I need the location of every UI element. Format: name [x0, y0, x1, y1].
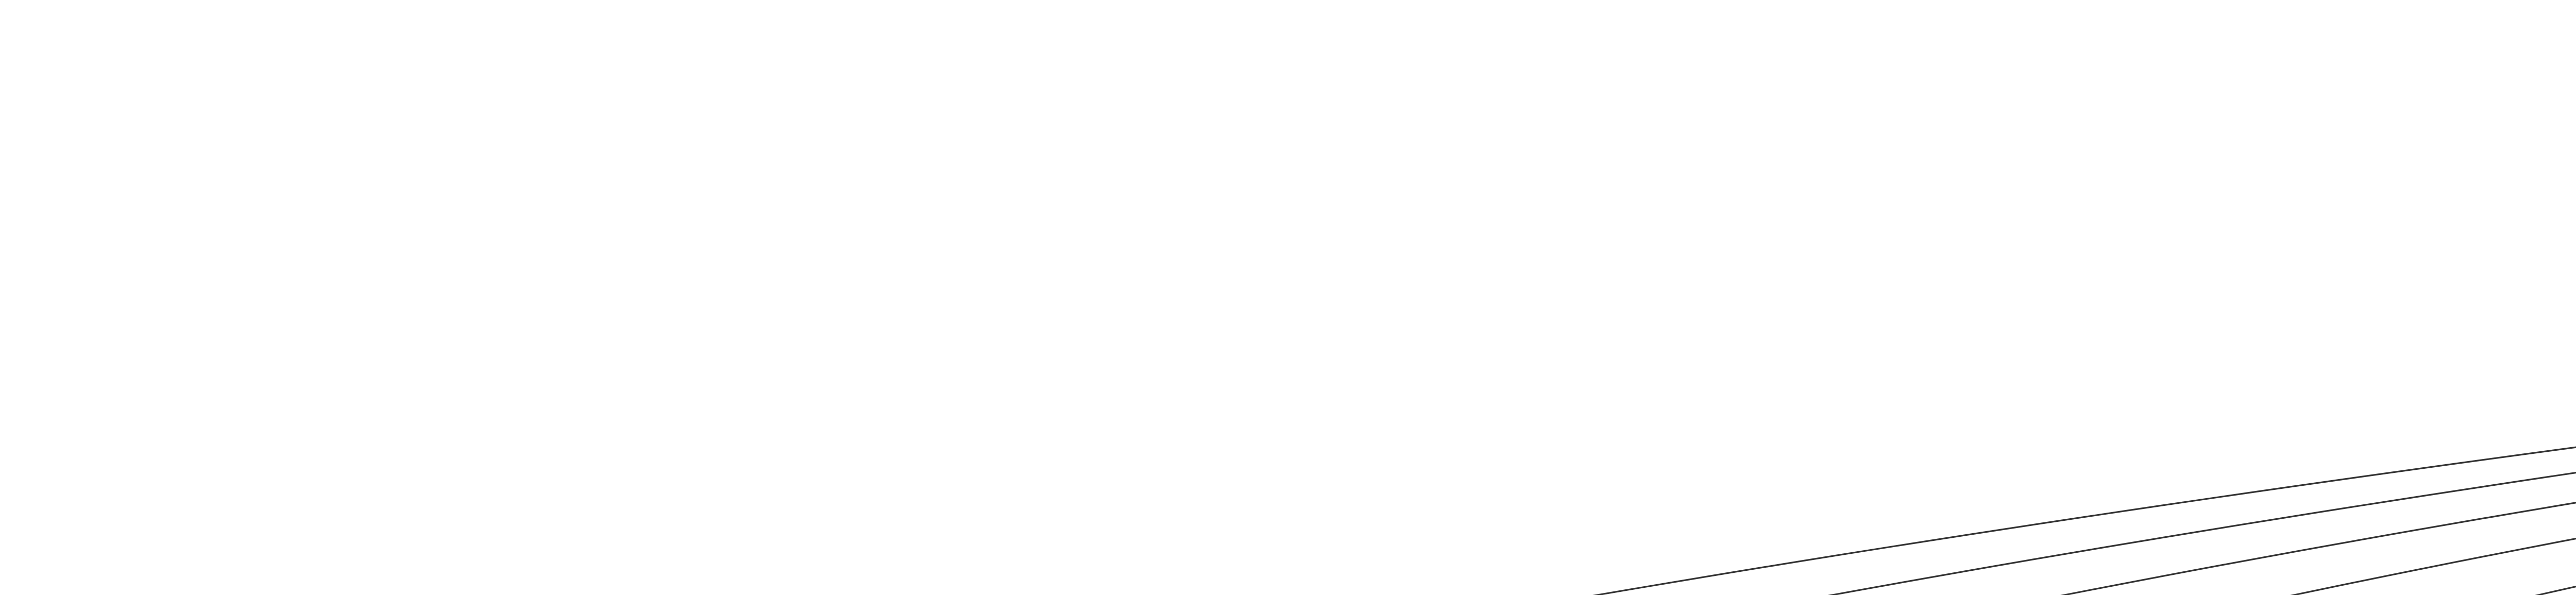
org-edge [2519, 153, 2576, 595]
edge-layer [1592, 153, 2576, 595]
org-edge [2206, 153, 2576, 595]
node-layer: 银川创投集团党委党员215人集团机关党支部党员26人商功科技党支部党员17人滨投… [33, 22, 2576, 595]
org-edge [2060, 502, 2576, 595]
org-edge [1896, 153, 2576, 595]
org-edge [1827, 471, 2576, 595]
org-edge [2290, 537, 2576, 595]
org-edge [1592, 446, 2576, 595]
